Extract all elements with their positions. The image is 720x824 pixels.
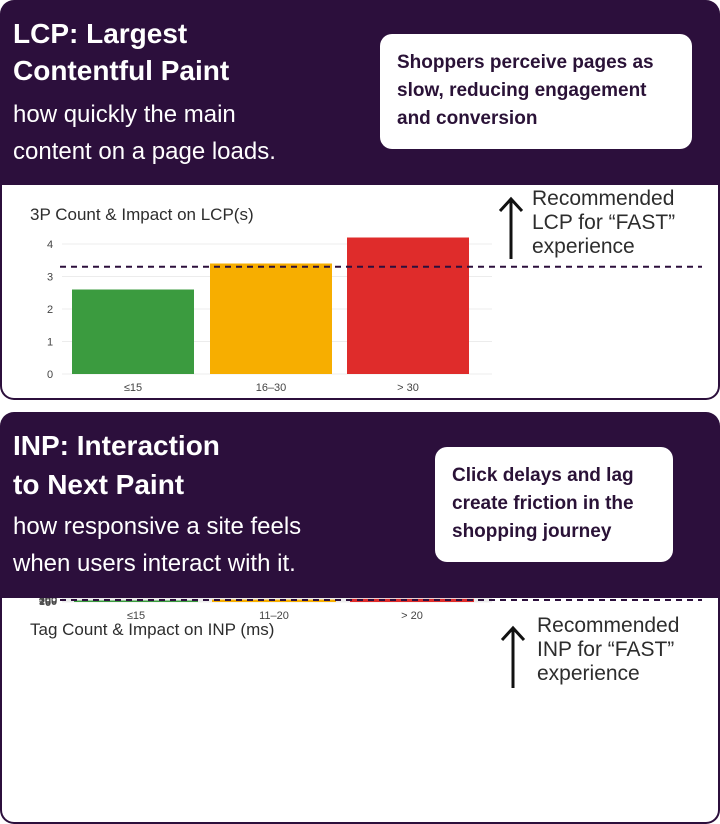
- inp-title-line1: INP: Interaction: [13, 430, 220, 461]
- lcp-recommendation-line3: experience: [532, 235, 635, 258]
- lcp-impact-callout: Shoppers perceive pages as slow, reducin…: [380, 34, 692, 149]
- inp-recommendation-line3: experience: [537, 662, 640, 685]
- inp-y-tick-label: 300: [39, 598, 57, 606]
- inp-x-tick-label: > 20: [401, 610, 423, 622]
- lcp-bar-chart-svg: 0 1 2 3 4 ≤15 16–30 > 30: [47, 237, 702, 394]
- inp-callout-line3: shopping journey: [452, 521, 612, 542]
- inp-y-tick-label: 200: [39, 598, 57, 607]
- lcp-chart: 3P Count & Impact on LCP(s) 0 1 2 3 4 ≤15 16–3…: [2, 185, 718, 398]
- lcp-chart-title: 3P Count & Impact on LCP(s): [30, 205, 254, 224]
- inp-bar-1: [74, 600, 198, 602]
- lcp-panel: LCP: Largest Contentful Paint how quickl…: [0, 0, 720, 400]
- inp-description-line1: how responsive a site feels: [13, 513, 302, 540]
- inp-y-tick-label: 100: [39, 598, 57, 608]
- lcp-callout-line3: and conversion: [397, 108, 538, 129]
- inp-recommendation: Recommended INP for “FAST” experience: [537, 614, 679, 686]
- lcp-description-line1: how quickly the main: [13, 101, 236, 128]
- inp-description-line2: when users interact with it.: [13, 550, 296, 577]
- lcp-up-arrow-icon: [498, 196, 524, 259]
- lcp-bar-3: [347, 237, 469, 374]
- lcp-title-line2: Contentful Paint: [13, 55, 230, 86]
- inp-recommendation-line2: INP for “FAST”: [537, 638, 675, 661]
- lcp-y-tick-label: 3: [47, 272, 53, 284]
- inp-y-tick-label: 0: [45, 598, 51, 609]
- lcp-callout-line1: Shoppers perceive pages as: [397, 52, 654, 73]
- lcp-x-tick-label: ≤15: [124, 382, 142, 394]
- inp-callout-line2: create friction in the: [452, 493, 634, 514]
- lcp-x-tick-label: 16–30: [256, 382, 287, 394]
- inp-impact-callout: Click delays and lag create friction in …: [435, 447, 673, 562]
- lcp-y-tick-label: 4: [47, 239, 53, 251]
- inp-chart-title: Tag Count & Impact on INP (ms): [30, 620, 275, 639]
- lcp-title-line1: LCP: Largest: [13, 18, 188, 49]
- inp-callout-line1: Click delays and lag: [452, 465, 634, 486]
- inp-panel: INP: Interaction to Next Paint how respo…: [0, 412, 720, 824]
- lcp-x-tick-label: > 30: [397, 382, 419, 394]
- inp-title-line2: to Next Paint: [13, 469, 185, 500]
- lcp-description-line2: content on a page loads.: [13, 138, 276, 165]
- lcp-recommendation-line2: LCP for “FAST”: [532, 211, 676, 234]
- inp-x-tick-label: 11–20: [259, 610, 289, 622]
- inp-up-arrow-icon: [500, 625, 526, 688]
- lcp-recommendation-line1: Recommended: [532, 187, 675, 210]
- inp-recommendation-line1: Recommended: [537, 614, 680, 637]
- lcp-bar-1: [72, 289, 194, 374]
- lcp-y-tick-label: 2: [47, 304, 53, 316]
- inp-x-tick-label: ≤15: [127, 610, 145, 622]
- lcp-bar-2: [210, 263, 332, 374]
- lcp-recommendation: Recommended LCP for “FAST” experience: [532, 187, 675, 259]
- lcp-callout-line2: slow, reducing engagement: [397, 80, 647, 101]
- lcp-y-tick-label: 1: [47, 337, 53, 349]
- inp-y-tick-label: 400: [39, 598, 57, 605]
- lcp-y-tick-label: 0: [47, 369, 53, 381]
